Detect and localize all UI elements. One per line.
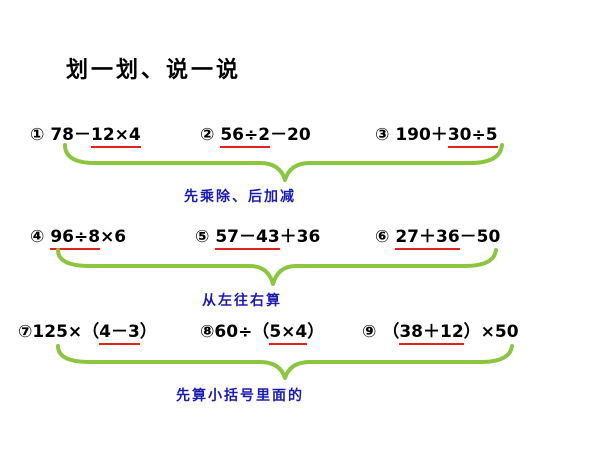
expression-text: （: [376, 322, 400, 342]
expression-number: ⑦: [18, 322, 33, 342]
expression-text: ）: [139, 322, 157, 342]
underlined-step: 30÷5: [447, 125, 498, 148]
page-title: 划一划、说一说: [66, 58, 242, 83]
brace-row-3: [56, 344, 514, 380]
expression-number: ②: [200, 125, 215, 145]
expression-number: ④: [30, 227, 45, 247]
expression-text: ×6: [100, 227, 127, 247]
expression-2: ② 56÷2－20: [200, 124, 311, 148]
brace-row-1: [63, 143, 504, 182]
expression-4: ④ 96÷8×6: [30, 226, 127, 250]
expression-text: －50: [459, 227, 501, 247]
expression-text: ）: [307, 322, 325, 342]
underlined-step: 4－3: [99, 322, 140, 345]
expression-8: ⑧60÷（5×4）: [200, 321, 325, 345]
rule-label: 先算小括号里面的: [176, 388, 304, 404]
expression-1: ① 78－12×4: [30, 124, 141, 148]
expression-text: 78－: [44, 125, 91, 145]
underlined-step: 96÷8: [50, 227, 101, 250]
expression-text: ＋36: [279, 227, 321, 247]
rule-label: 从左往右算: [202, 293, 282, 309]
brace-row-2: [56, 248, 498, 286]
expression-text: 125×（: [32, 322, 100, 342]
expression-text: ）×50: [463, 322, 519, 342]
expression-number: ⑧: [200, 322, 215, 342]
underlined-step: 12×4: [90, 125, 141, 148]
expression-7: ⑦125×（4－3）: [18, 321, 157, 345]
underlined-step: 56÷2: [220, 125, 271, 148]
expression-number: ⑤: [195, 227, 210, 247]
expression-number: ⑨: [362, 322, 377, 342]
underlined-step: 5×4: [269, 322, 308, 345]
underlined-step: 38＋12: [399, 322, 464, 345]
expression-number: ③: [375, 125, 390, 145]
rule-label: 先乘除、后加减: [184, 189, 296, 205]
expression-text: 190＋: [389, 125, 448, 145]
expression-text: 60÷（: [214, 322, 270, 342]
expression-number: ①: [30, 125, 45, 145]
expression-9: ⑨ （38＋12）×50: [362, 321, 519, 345]
expression-5: ⑤ 57－43＋36: [195, 226, 321, 250]
expression-text: －20: [270, 125, 311, 145]
underlined-step: 27＋36: [395, 227, 460, 250]
expression-6: ⑥ 27＋36－50: [375, 226, 501, 250]
underlined-step: 57－43: [215, 227, 280, 250]
expression-number: ⑥: [375, 227, 390, 247]
expression-3: ③ 190＋30÷5: [375, 124, 498, 148]
